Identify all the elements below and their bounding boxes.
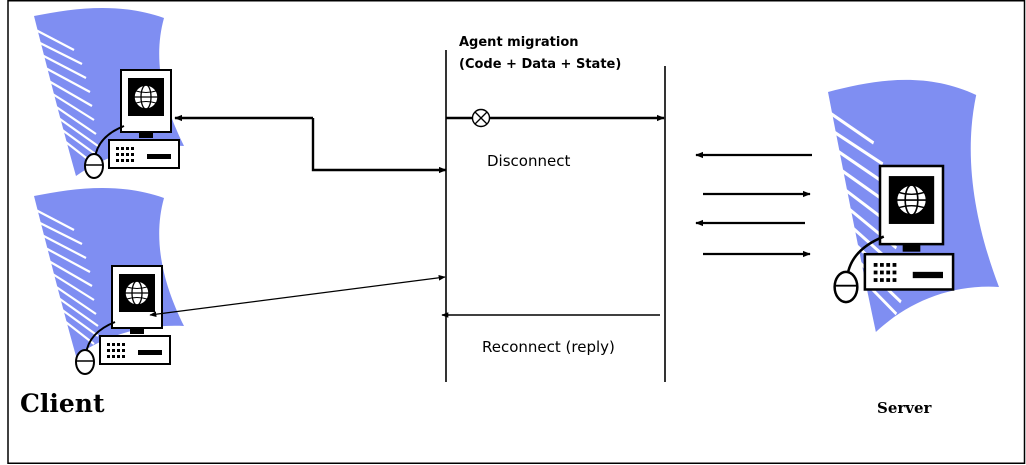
server-label: Server (877, 399, 933, 417)
migration-label-line1: Agent migration (459, 35, 579, 50)
migration-label-line2: (Code + Data + State) (459, 57, 621, 72)
client-label: Client (20, 389, 105, 418)
crossed-circle-icon (471, 108, 491, 128)
disconnect-label: Disconnect (487, 152, 570, 170)
client-1-to-network-arrow (311, 118, 447, 174)
reconnect-label: Reconnect (reply) (482, 338, 615, 356)
client-2-network-arrow (149, 275, 446, 317)
diagram-frame (7, 0, 1026, 464)
